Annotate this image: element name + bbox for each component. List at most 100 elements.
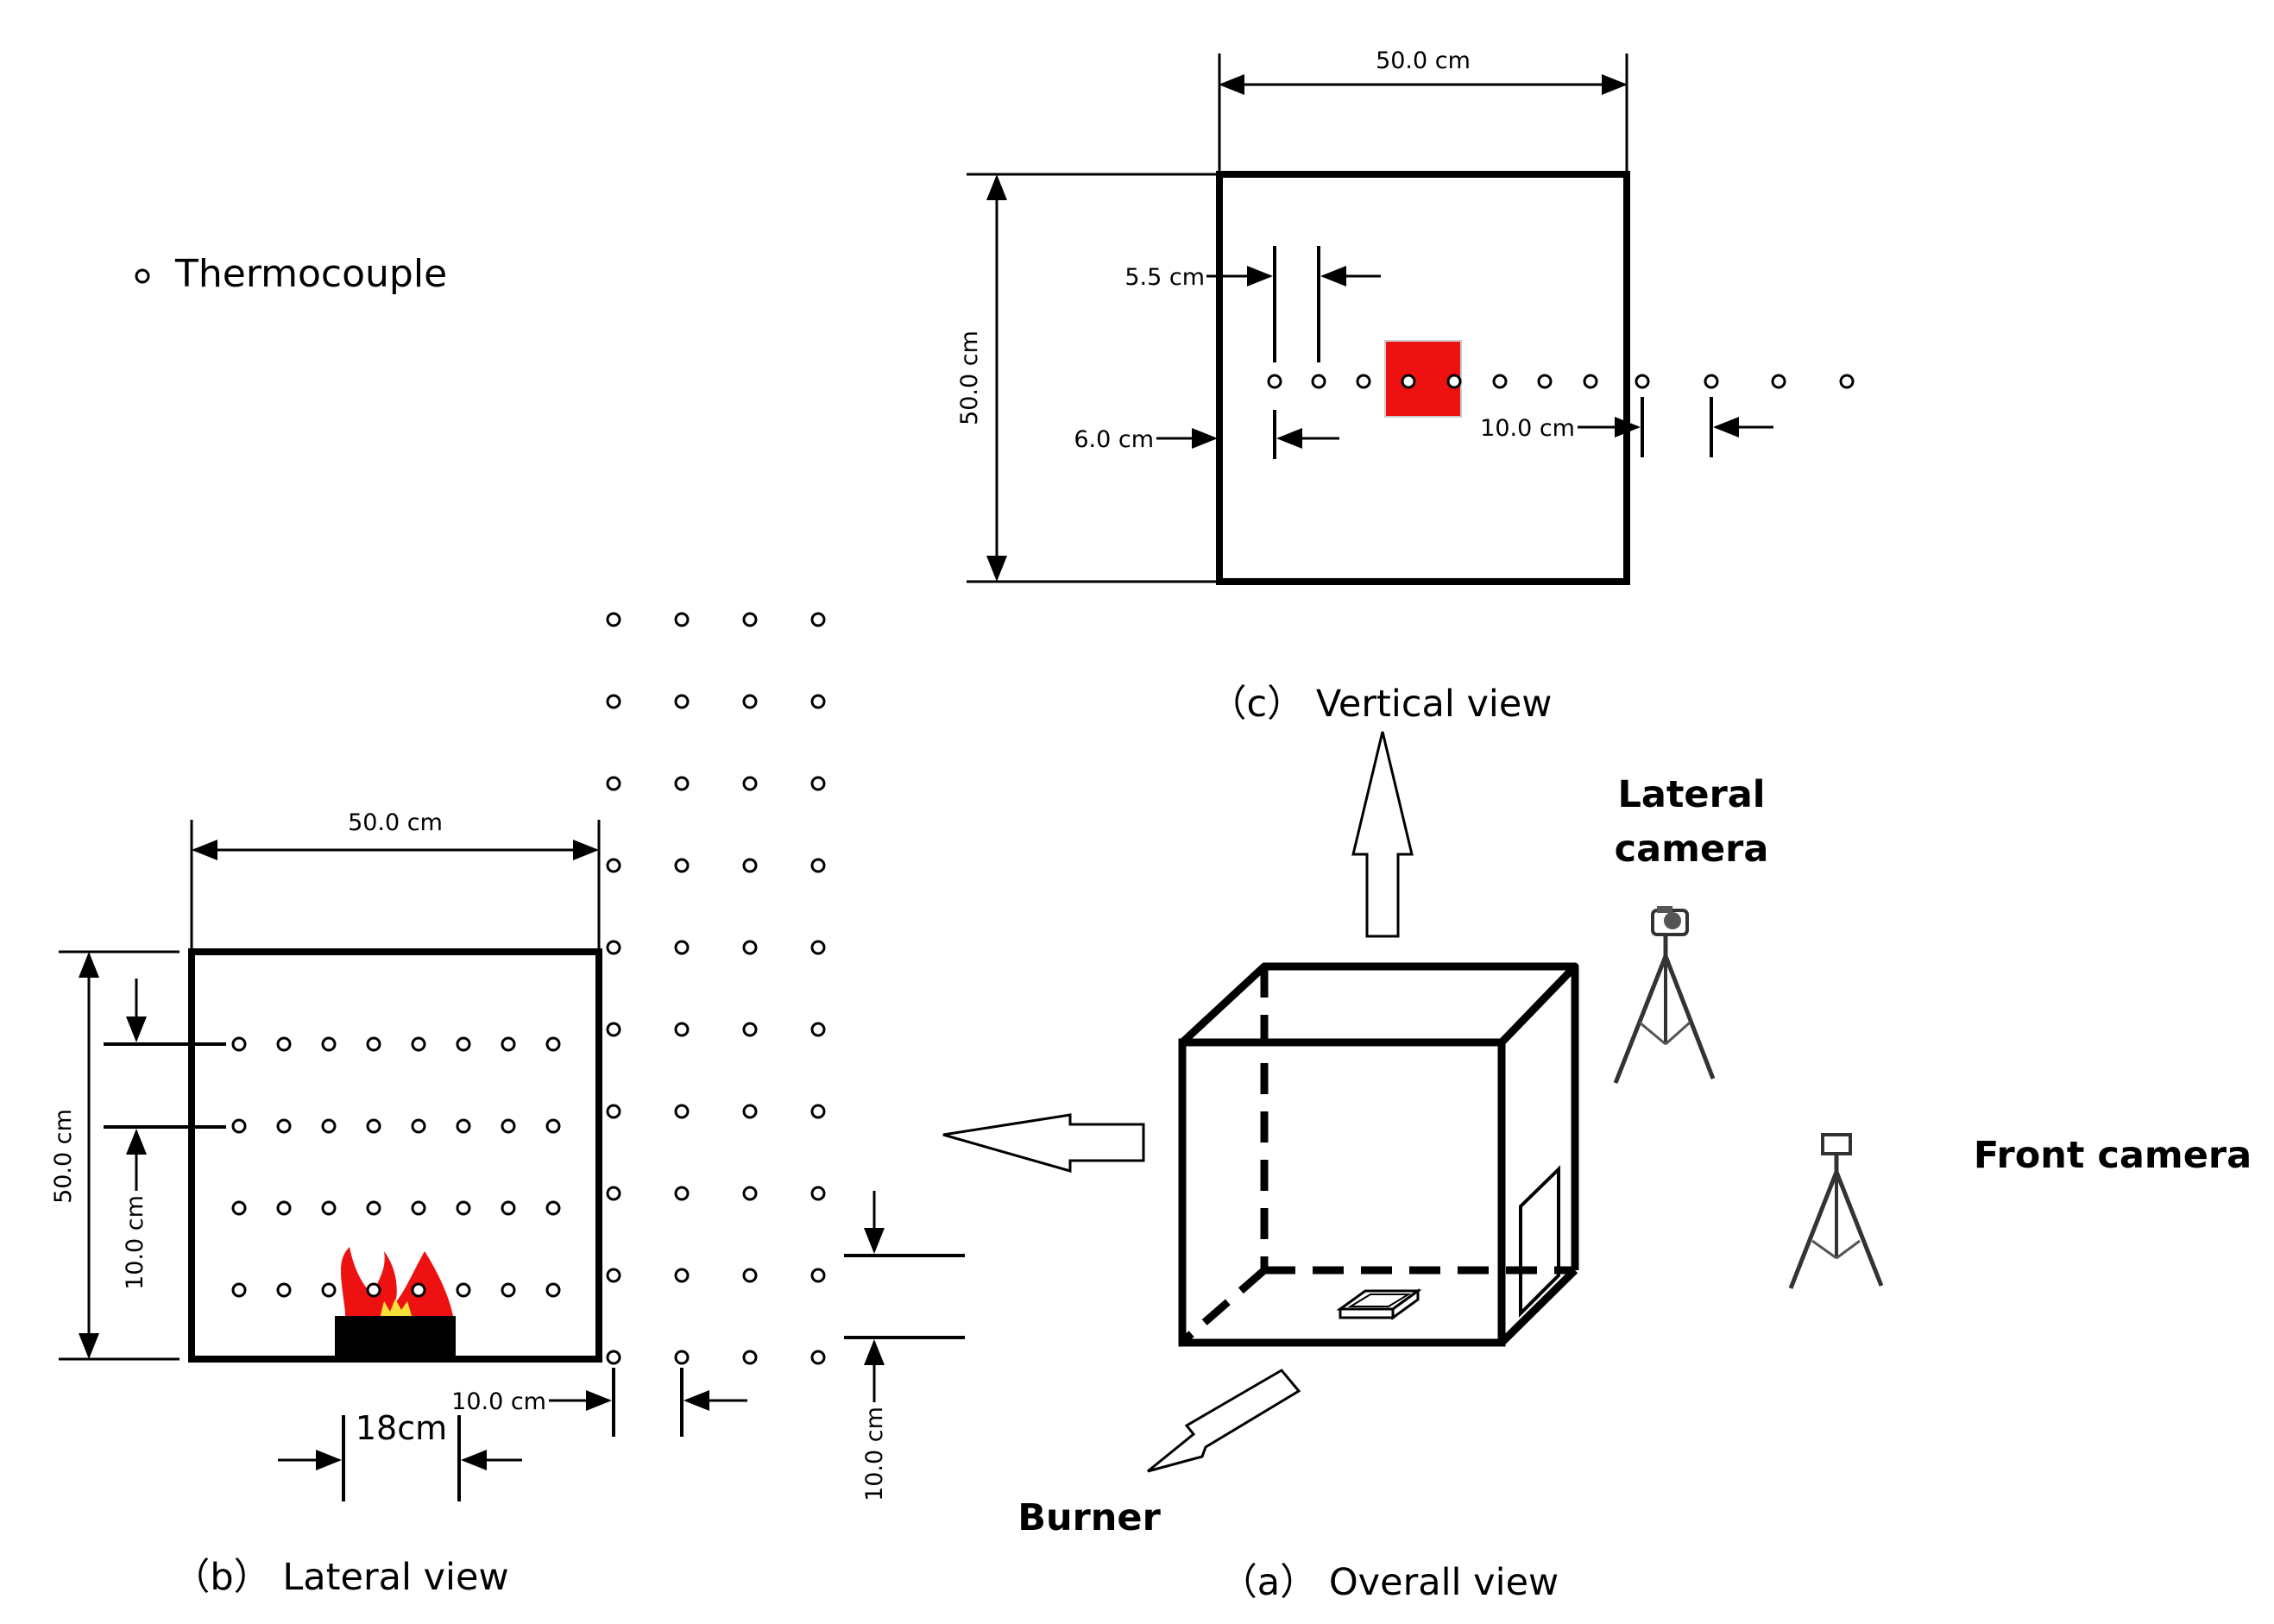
burner-flame <box>335 1247 456 1359</box>
thermocouple <box>366 1200 381 1216</box>
lateral-camera-label-line2: camera <box>1615 828 1769 871</box>
thermocouple <box>810 940 826 955</box>
thermocouple <box>231 1200 247 1216</box>
thermocouple <box>674 1104 690 1119</box>
thermocouple <box>545 1036 561 1052</box>
lateral-row-spacing-label: 10.0 cm <box>122 1195 148 1290</box>
thermocouple <box>742 612 758 627</box>
burner <box>335 1316 456 1359</box>
thermocouple <box>1537 374 1553 389</box>
thermocouple <box>321 1282 337 1298</box>
thermocouple <box>742 776 758 791</box>
flame <box>341 1247 456 1320</box>
thermocouple <box>321 1200 337 1216</box>
thermocouple <box>545 1282 561 1298</box>
lateral-view-caption: （b） Lateral view <box>173 1556 508 1599</box>
thermocouple <box>276 1200 292 1216</box>
arrow-to-vertical-view <box>1351 731 1414 938</box>
vertical-height-label: 50.0 cm <box>956 330 983 425</box>
vertical-view: 50.0 cm 50.0 cm 5.5 cm 6.0 cm 10.0 cm <box>956 47 1855 726</box>
enclosure-door <box>1519 1165 1560 1318</box>
lateral-width-label: 50.0 cm <box>348 809 443 836</box>
thermocouple <box>545 1200 561 1216</box>
thermocouple <box>742 1022 758 1037</box>
thermocouple <box>276 1118 292 1134</box>
thermocouple <box>674 940 690 955</box>
thermocouple <box>231 1118 247 1134</box>
thermocouple <box>810 1350 826 1365</box>
thermocouple <box>606 1186 621 1201</box>
thermocouple <box>606 694 621 709</box>
thermocouple <box>606 1022 621 1037</box>
thermocouple <box>606 776 621 791</box>
thermocouple <box>1839 374 1855 389</box>
thermocouple <box>674 1186 690 1201</box>
arrow-to-burner <box>1147 1369 1301 1473</box>
thermocouple <box>606 1268 621 1283</box>
thermocouple <box>1635 374 1650 389</box>
thermocouple <box>810 858 826 873</box>
thermocouple <box>276 1282 292 1298</box>
thermocouple <box>321 1118 337 1134</box>
lateral-camera-label-line1: Lateral <box>1617 773 1765 816</box>
lateral-outer-thermocouple-grid <box>606 612 826 1365</box>
thermocouple <box>231 1282 247 1298</box>
thermocouple <box>231 1036 247 1052</box>
front-camera-icon <box>1788 1133 1884 1289</box>
thermocouple <box>276 1036 292 1052</box>
enclosure-top-face <box>1179 962 1579 1046</box>
thermocouple-legend-icon <box>135 268 150 284</box>
thermocouple <box>742 1104 758 1119</box>
thermocouple <box>674 1268 690 1283</box>
legend: Thermocouple <box>135 252 447 296</box>
thermocouple <box>456 1118 471 1134</box>
thermocouple <box>1492 374 1508 389</box>
thermocouple <box>501 1200 516 1216</box>
burner-tray-icon <box>1336 1288 1422 1320</box>
thermocouple <box>606 1350 621 1365</box>
vertical-thermocouple-row <box>1267 374 1855 389</box>
thermocouple <box>810 1104 826 1119</box>
thermocouple <box>501 1036 516 1052</box>
thermocouple <box>810 1022 826 1037</box>
thermocouple <box>810 776 826 791</box>
lateral-inner-thermocouple-grid <box>231 1036 561 1298</box>
overall-view-caption: （a） Overall view <box>1220 1561 1559 1604</box>
vertical-view-box <box>1216 171 1630 585</box>
vertical-offset-label: 6.0 cm <box>1074 426 1154 453</box>
thermocouple <box>606 1104 621 1119</box>
thermocouple <box>742 940 758 955</box>
thermocouple <box>411 1200 426 1216</box>
thermocouple <box>742 1186 758 1201</box>
lateral-view: 50.0 cm 50.0 cm 10.0 cm 18cm 10.0 cm <box>50 612 965 1599</box>
lateral-camera-icon <box>1613 906 1716 1084</box>
thermocouple <box>674 776 690 791</box>
thermocouple <box>742 1350 758 1365</box>
vertical-view-caption: （c） Vertical view <box>1210 683 1553 726</box>
thermocouple <box>366 1282 381 1298</box>
legend-label: Thermocouple <box>174 252 447 296</box>
thermocouple <box>321 1036 337 1052</box>
burner-width-label: 18cm <box>356 1409 447 1447</box>
thermocouple <box>411 1036 426 1052</box>
thermocouple <box>411 1118 426 1134</box>
thermocouple <box>606 858 621 873</box>
burner-label: Burner <box>1017 1496 1161 1539</box>
thermocouple <box>501 1282 516 1298</box>
thermocouple <box>366 1118 381 1134</box>
thermocouple <box>674 1350 690 1365</box>
thermocouple <box>1583 374 1598 389</box>
flame-core <box>380 1299 413 1319</box>
front-camera-label: Front camera <box>1974 1134 2252 1177</box>
thermocouple <box>1704 374 1719 389</box>
thermocouple <box>1401 374 1416 389</box>
thermocouple <box>742 1268 758 1283</box>
thermocouple <box>456 1282 471 1298</box>
thermocouple <box>742 694 758 709</box>
lateral-height-label: 50.0 cm <box>50 1109 77 1204</box>
thermocouple <box>1356 374 1371 389</box>
thermocouple <box>1267 374 1282 389</box>
thermocouple <box>411 1282 426 1298</box>
thermocouple <box>606 612 621 627</box>
